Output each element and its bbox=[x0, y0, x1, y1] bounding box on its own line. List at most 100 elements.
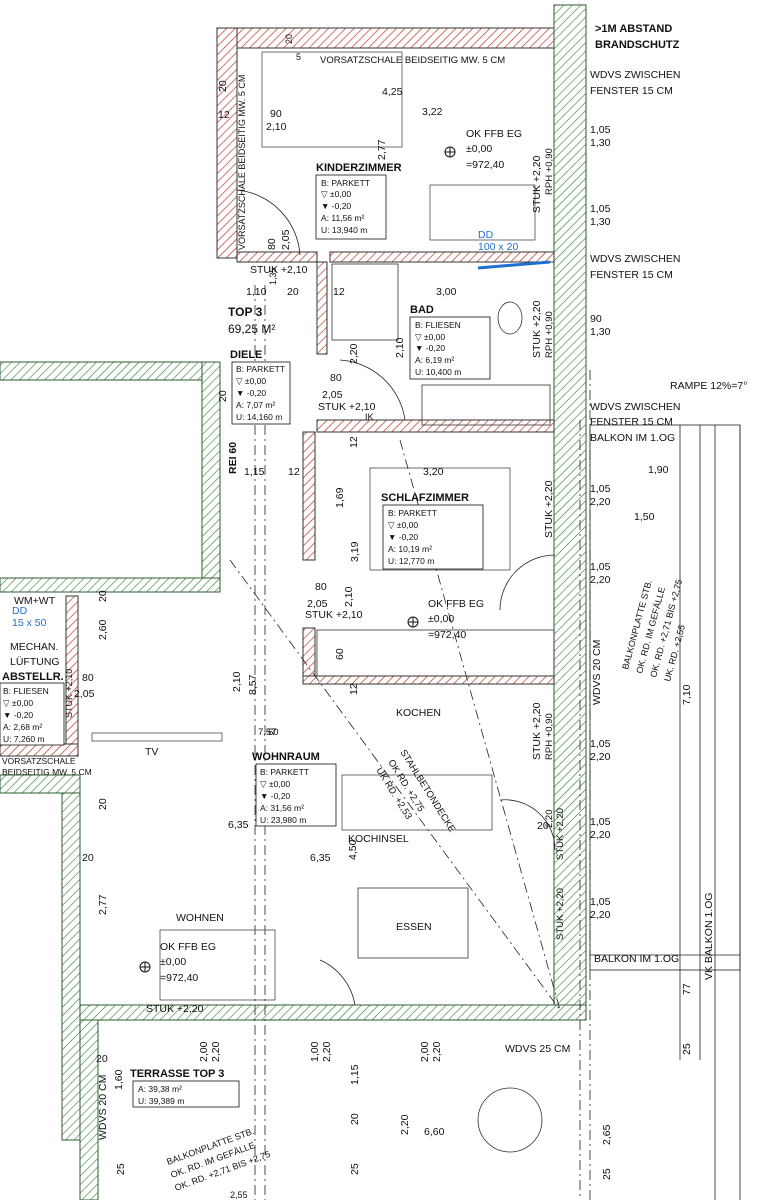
wall-left-kinder bbox=[216, 27, 238, 259]
room-terrasse-u: U: 39,389 m bbox=[138, 1096, 184, 1106]
note-wdvs-2b: FENSTER 15 CM bbox=[590, 269, 673, 281]
room-kinderzimmer-a: A: 11,56 m² bbox=[321, 213, 364, 223]
dim-rph090a: RPH +0,90 bbox=[544, 148, 555, 195]
dimension-labels: 20 5 4,25 3,22 20 12 90 2,10 2,77 80 2,0… bbox=[64, 34, 693, 1180]
dim-105g: 1,05 bbox=[590, 896, 611, 908]
note-ik: IK bbox=[365, 412, 374, 422]
dim-105c: 1,05 bbox=[590, 483, 611, 495]
note-wdvs-25: WDVS 25 CM bbox=[505, 1043, 570, 1055]
dim-25a: 25 bbox=[681, 1043, 693, 1055]
dim-stuk220b: STUK +2,20 bbox=[531, 300, 543, 358]
note-dd-small-1: DD bbox=[12, 605, 28, 617]
dim-stuk220f: STUK +2,20 bbox=[555, 888, 566, 940]
dim-220i: 2,20 bbox=[321, 1041, 333, 1062]
dim-450: 4,50 bbox=[347, 839, 359, 860]
dim-20i: 20 bbox=[96, 1053, 108, 1065]
dim-60: 60 bbox=[334, 648, 346, 660]
room-schlaf-name: SCHLAFZIMMER bbox=[381, 492, 469, 504]
dim-rph090b: RPH +0,90 bbox=[544, 311, 555, 358]
dim-80b: 80 bbox=[330, 372, 342, 384]
room-wohnraum-l1: ▽ ±0,00 bbox=[260, 779, 290, 789]
room-diele-name: DIELE bbox=[230, 349, 262, 361]
dim-210a: 2,10 bbox=[266, 121, 287, 133]
label-top3: TOP 3 bbox=[228, 305, 263, 319]
label-top3-area: 69,25 M² bbox=[228, 322, 275, 336]
dim-stuk220g: STUK +2,20 bbox=[146, 1003, 204, 1015]
desk-kinder bbox=[429, 184, 536, 241]
room-wohnraum-box bbox=[255, 763, 337, 827]
dim-stuk210d: STUK +2,10 bbox=[64, 669, 74, 718]
note-balkon-og-2: BALKON IM 1.OG bbox=[594, 953, 679, 965]
note-balkonplatte-b4: 2,55 bbox=[230, 1190, 248, 1200]
dim-210c: 2,10 bbox=[343, 586, 355, 607]
wall-kochen-west bbox=[302, 627, 316, 684]
level-markers bbox=[139, 146, 456, 973]
room-kinderzimmer-u: U: 13,940 m bbox=[321, 225, 367, 235]
room-schlaf-b: B: PARKETT bbox=[388, 508, 437, 518]
dim-277a: 2,77 bbox=[376, 139, 388, 160]
room-diele-u: U: 14,160 m bbox=[236, 412, 282, 422]
room-abstell-u: U: 7,260 m bbox=[3, 734, 45, 744]
room-kinderzimmer-l1: ▽ ±0,00 bbox=[321, 189, 351, 199]
room-schlaf-l1: ▽ ±0,00 bbox=[388, 520, 418, 530]
dim-220f: 2,20 bbox=[544, 810, 555, 829]
dim-105d: 1,05 bbox=[590, 561, 611, 573]
dim-90a: 90 bbox=[270, 108, 282, 120]
dim-25d: 25 bbox=[601, 1168, 613, 1180]
wall-neighbour-bottom bbox=[0, 577, 221, 593]
room-bad-a: A: 6,19 m² bbox=[415, 355, 454, 365]
dd-opening-line bbox=[477, 260, 551, 270]
room-bad-b: B: FLIESEN bbox=[415, 320, 461, 330]
dim-105a: 1,05 bbox=[590, 124, 611, 136]
dim-220h: 2,20 bbox=[210, 1041, 222, 1062]
note-wdvs-1a: WDVS ZWISCHEN bbox=[590, 69, 680, 81]
dim-stuk210b: STUK +2,10 bbox=[318, 401, 376, 413]
tv-board bbox=[91, 732, 223, 742]
dim-5: 5 bbox=[296, 52, 301, 62]
dim-265: 2,65 bbox=[601, 1124, 613, 1145]
door-schlaf bbox=[499, 554, 556, 611]
level-kinder-1: OK FFB EG bbox=[466, 128, 522, 140]
dim-stuk220e: STUK +2,20 bbox=[555, 808, 566, 860]
room-abstell-a: A: 2,68 m² bbox=[3, 722, 42, 732]
room-diele-box bbox=[231, 361, 291, 425]
door-kochen bbox=[499, 799, 556, 851]
room-bad-l1: ▽ ±0,00 bbox=[415, 332, 445, 342]
room-abstell-name: ABSTELLR. bbox=[2, 671, 64, 683]
dim-12e: 12 bbox=[348, 683, 360, 695]
note-wohnen: WOHNEN bbox=[176, 912, 224, 924]
dim-205d: 2,05 bbox=[74, 688, 95, 700]
dim-135: 1,35 bbox=[268, 267, 278, 285]
dim-322: 3,22 bbox=[422, 106, 443, 118]
dim-77: 77 bbox=[681, 983, 693, 995]
dim-20f: 20 bbox=[537, 820, 549, 832]
room-bad-l2: ▼ -0,20 bbox=[415, 343, 445, 353]
level-wohn-3: =972,40 bbox=[160, 972, 198, 984]
interior-walls bbox=[0, 251, 555, 757]
dim-200b: 2,00 bbox=[419, 1041, 431, 1062]
wall-terrace-left bbox=[79, 1019, 99, 1200]
dim-12a: 12 bbox=[218, 109, 230, 121]
dim-stuk220a: STUK +2,20 bbox=[531, 155, 543, 213]
dim-277b: 2,77 bbox=[97, 894, 109, 915]
note-vorsatzschale-top: VORSATZSCHALE BEIDSEITIG MW. 5 CM bbox=[320, 55, 505, 66]
dim-rph090c: RPH +0,90 bbox=[544, 713, 555, 760]
vanity bbox=[421, 384, 551, 426]
dining-table bbox=[357, 887, 469, 959]
wall-west-lower bbox=[61, 774, 81, 1141]
dim-115b: 1,15 bbox=[349, 1064, 361, 1085]
dim-80c: 80 bbox=[315, 581, 327, 593]
note-vk-balkon: VK BALKON 1.OG bbox=[703, 892, 715, 980]
note-essen: ESSEN bbox=[396, 921, 432, 933]
dim-stuk210c: STUK +2,10 bbox=[305, 609, 363, 621]
room-diele-a: A: 7,07 m² bbox=[236, 400, 275, 410]
shower bbox=[331, 263, 399, 341]
room-kinderzimmer-name: KINDERZIMMER bbox=[316, 162, 402, 174]
room-wohnraum-a: A: 31,56 m² bbox=[260, 803, 304, 813]
wall-abstell-south bbox=[0, 743, 79, 757]
dim-210d: 2,10 bbox=[231, 671, 243, 692]
dim-105f: 1,05 bbox=[590, 816, 611, 828]
level-wohn-2: ±0,00 bbox=[160, 956, 186, 968]
level-kinder-2: ±0,00 bbox=[466, 143, 492, 155]
room-abstell-box bbox=[0, 682, 65, 746]
